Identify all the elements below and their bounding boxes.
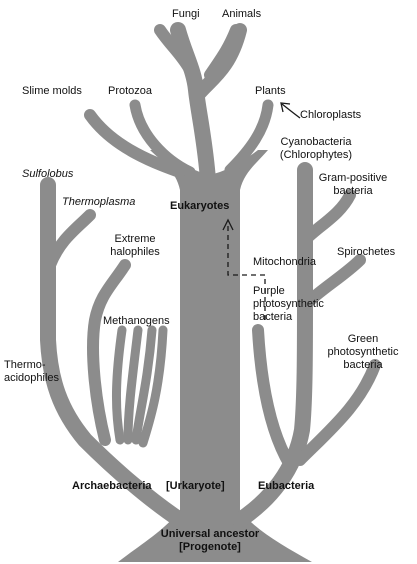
label-purple-line3: bacteria bbox=[253, 311, 293, 323]
label-animals: Animals bbox=[222, 8, 262, 20]
branch-animals-twig bbox=[204, 24, 242, 81]
label-universal-ancestor-line2: [Progenote] bbox=[179, 541, 241, 553]
label-chloroplasts: Chloroplasts bbox=[300, 109, 362, 121]
label-universal-ancestor-line1: Universal ancestor bbox=[160, 528, 260, 540]
label-archaebacteria: Archaebacteria bbox=[72, 480, 152, 492]
branch-methanogen-2 bbox=[123, 325, 143, 445]
branch-green-photosynthetic bbox=[294, 359, 381, 466]
mitochondria-arrow bbox=[227, 222, 266, 320]
branch-gram-positive bbox=[299, 189, 356, 246]
branch-eubacteria bbox=[232, 162, 313, 528]
branch-spirochetes bbox=[299, 254, 366, 311]
label-thermoacidophiles-line1: Thermo- bbox=[4, 359, 46, 371]
label-gram-positive-line2: bacteria bbox=[333, 185, 373, 197]
label-sulfolobus: Sulfolobus bbox=[22, 168, 74, 180]
label-extreme-halophiles-line2: halophiles bbox=[110, 246, 160, 258]
label-spirochetes: Spirochetes bbox=[337, 246, 396, 258]
label-plants: Plants bbox=[255, 85, 286, 97]
branch-plants bbox=[224, 99, 274, 176]
branch-fungi-twig bbox=[154, 24, 196, 76]
chloroplast-arrowhead bbox=[280, 102, 291, 113]
label-cyanobacteria-line2: (Chlorophytes) bbox=[279, 149, 353, 161]
branch-methanogen-4 bbox=[138, 325, 168, 448]
label-extreme-halophiles-line1: Extreme bbox=[114, 233, 156, 245]
label-thermoacidophiles: Thermo- acidophiles bbox=[4, 359, 59, 385]
label-cyanobacteria: Cyanobacteria (Chlorophytes) bbox=[266, 136, 366, 162]
label-eubacteria: Eubacteria bbox=[258, 480, 315, 492]
label-purple-line2: photosynthetic bbox=[253, 298, 324, 310]
branch-purple-photosynthetic bbox=[252, 324, 296, 471]
branch-thermoplasma bbox=[44, 209, 96, 271]
branch-methanogen-1 bbox=[111, 325, 127, 445]
label-purple-photosynthetic: Purple photosynthetic bacteria bbox=[253, 285, 324, 324]
branch-archaebacteria bbox=[40, 177, 188, 528]
label-thermoplasma: Thermoplasma bbox=[62, 196, 136, 208]
branch-halophiles bbox=[87, 259, 131, 446]
branch-methanogen-3 bbox=[131, 325, 157, 445]
label-universal-ancestor: Universal ancestor [Progenote] bbox=[145, 528, 275, 554]
branch-protozoa bbox=[129, 99, 196, 178]
label-fungi: Fungi bbox=[172, 8, 200, 20]
label-protozoa: Protozoa bbox=[108, 85, 153, 97]
mitochondria-arrowhead bbox=[222, 218, 234, 231]
label-extreme-halophiles: Extreme halophiles bbox=[100, 233, 170, 259]
eukaryote-trunk bbox=[150, 150, 268, 520]
label-methanogens: Methanogens bbox=[103, 315, 170, 327]
label-cyanobacteria-line1: Cyanobacteria bbox=[280, 136, 352, 148]
label-urkaryote: [Urkaryote] bbox=[166, 480, 225, 492]
label-green-photosynthetic: Green photosynthetic bacteria bbox=[318, 333, 408, 372]
label-gram-positive: Gram-positive bacteria bbox=[305, 172, 401, 198]
label-eukaryotes: Eukaryotes bbox=[170, 200, 230, 212]
label-green-line2: photosynthetic bbox=[327, 346, 399, 358]
tree-base bbox=[118, 510, 312, 562]
label-green-line3: bacteria bbox=[343, 359, 383, 371]
chloroplast-arrow bbox=[281, 103, 301, 119]
label-mitochondria: Mitochondria bbox=[253, 256, 316, 268]
label-slime-molds: Slime molds bbox=[22, 85, 82, 97]
label-gram-positive-line1: Gram-positive bbox=[318, 172, 388, 184]
label-thermoacidophiles-line2: acidophiles bbox=[4, 372, 60, 384]
label-purple-line1: Purple bbox=[253, 285, 285, 297]
label-green-line1: Green bbox=[347, 333, 379, 345]
